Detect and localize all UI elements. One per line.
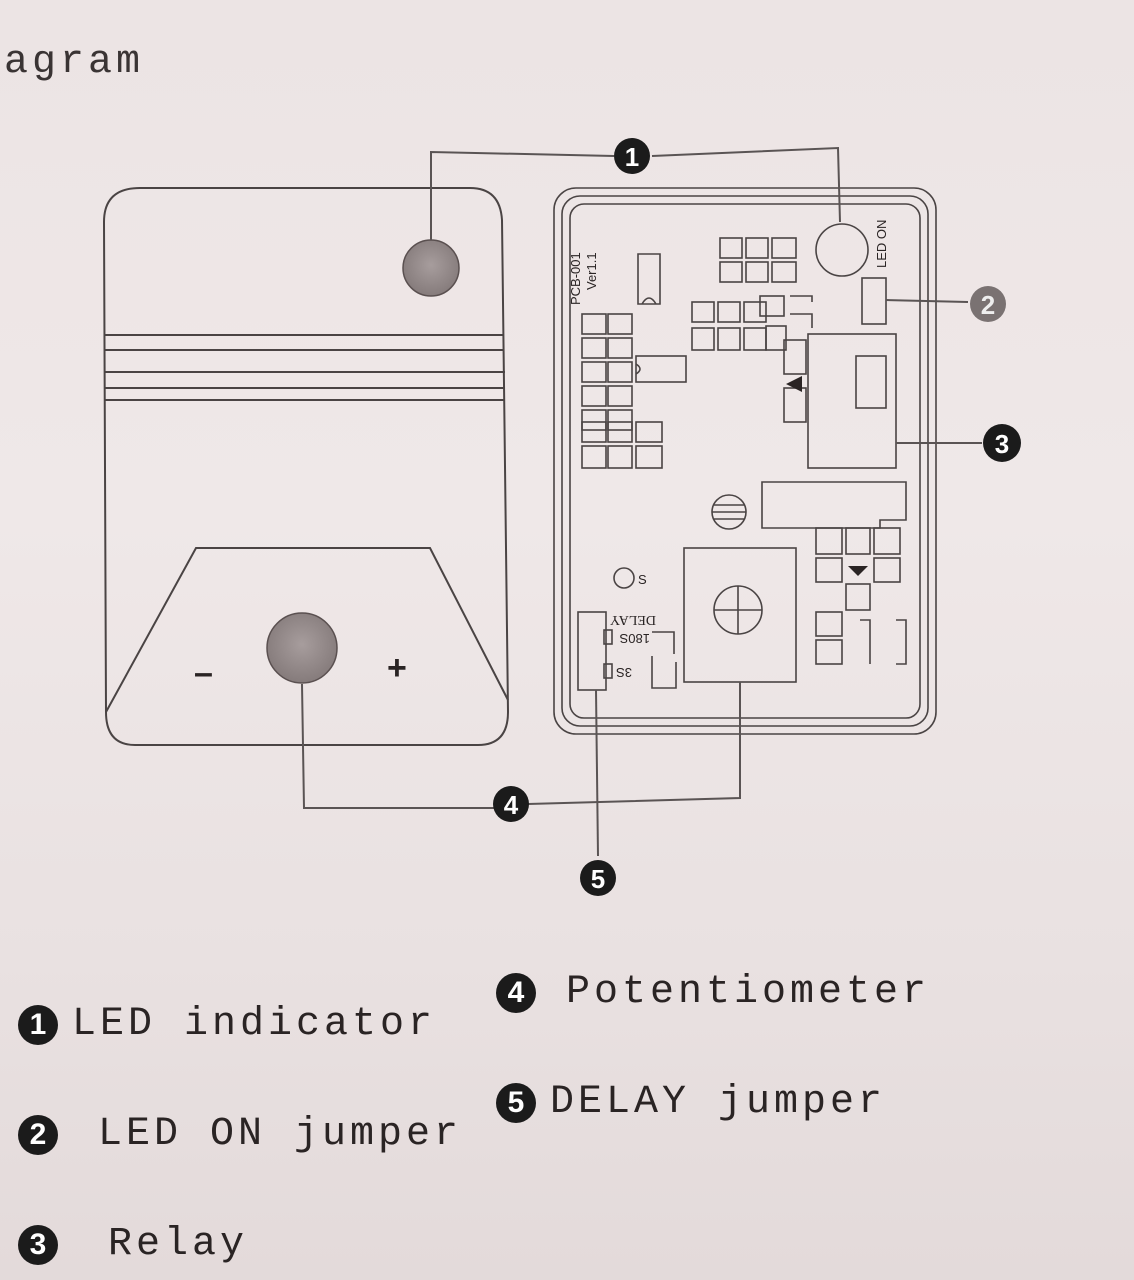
callout-4: 4 [493,786,529,822]
legend-label: DELAY jumper [550,1080,887,1125]
callout-1: 1 [614,138,650,174]
pcb-board [553,187,937,735]
diode-2 [848,566,868,576]
svg-text:4: 4 [504,790,519,820]
svg-text:1: 1 [625,142,639,172]
t180-label: 180S [619,631,650,646]
pcb-version: Ver1.1 [584,252,599,290]
legend-item-potentiometer: 4 Potentiometer [496,970,930,1015]
legend-label: LED ON jumper [98,1112,463,1157]
legend-badge-3: 3 [18,1224,58,1265]
svg-text:5: 5 [591,864,605,894]
legend-label: Relay [108,1222,249,1267]
legend-item-led-on-jumper: 2 LED ON jumper [18,1112,462,1157]
s-label: S [638,572,647,587]
callout-3: 3 [983,424,1021,462]
legend-badge-1: 1 [18,1004,58,1045]
callout-5: 5 [580,860,616,896]
led-on-label: LED ON [874,220,889,268]
legend-item-led-indicator: 1 LED indicator [18,1002,436,1047]
pir-lens [266,612,338,684]
callout-2: 2 [970,286,1006,322]
svg-text:3: 3 [995,429,1009,459]
sensor-housing [102,187,510,746]
legend-badge-2: 2 [18,1114,58,1155]
diode-1 [786,376,802,392]
led-lens [402,239,460,297]
leader-lines [301,146,982,857]
t3-label: 3S [616,665,632,680]
legend-label: LED indicator [72,1002,437,1047]
plus-label: + [387,649,407,687]
legend-label: Potentiometer [566,970,931,1015]
svg-text:2: 2 [981,290,995,320]
delay-label: DELAY [610,612,656,627]
pcb-components [577,223,907,691]
minus-label: – [194,654,213,692]
legend-badge-4: 4 [496,972,536,1013]
pcb-name: PCB-001 [568,252,583,305]
legend-item-relay: 3 Relay [18,1222,248,1267]
legend-item-delay-jumper: 5 DELAY jumper [496,1080,886,1125]
page-title: agram [4,40,145,85]
legend-badge-5: 5 [496,1082,536,1123]
